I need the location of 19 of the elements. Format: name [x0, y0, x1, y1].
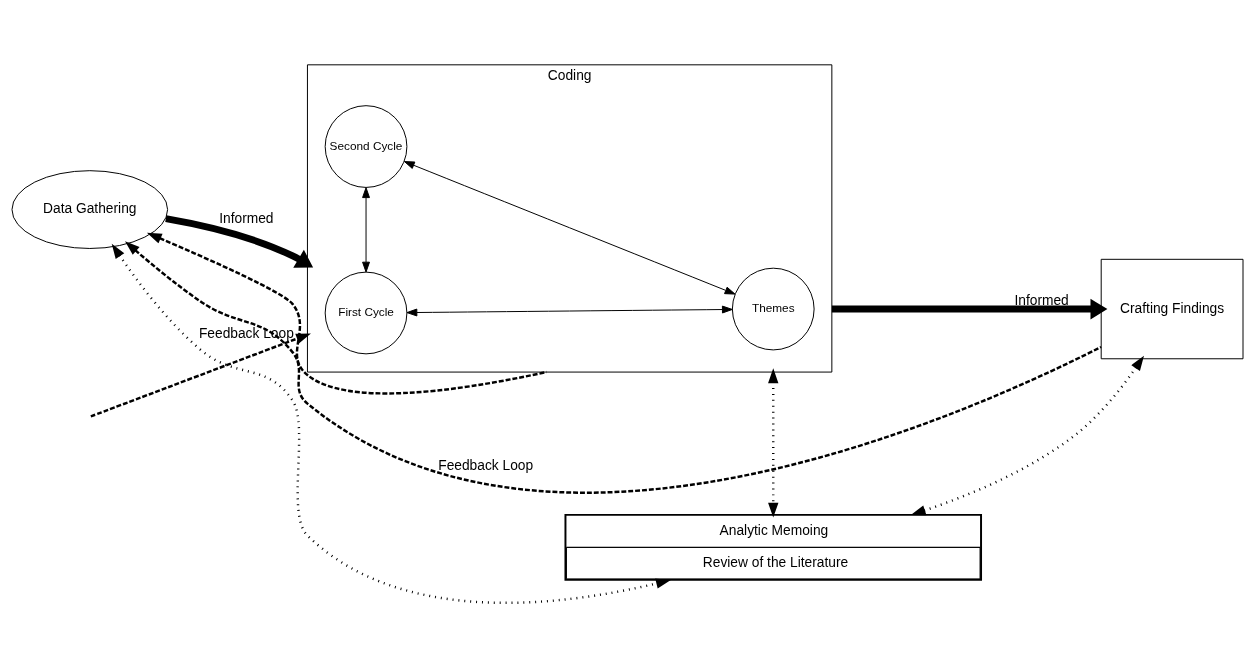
arrow	[403, 160, 736, 295]
edge-label: Informed	[1014, 292, 1069, 308]
node-box: Crafting Findings	[1100, 258, 1244, 359]
arrow	[406, 305, 733, 316]
node-circle: First Cycle	[324, 271, 408, 354]
arrow	[768, 367, 779, 518]
node-circle: Themes	[731, 267, 815, 350]
arrow	[165, 214, 314, 268]
arrow	[362, 186, 370, 272]
edge-label: Informed	[219, 210, 274, 226]
arrow	[90, 332, 311, 418]
edge-label: Feedback Loop	[438, 457, 534, 473]
arrow	[146, 232, 547, 395]
arrow	[910, 355, 1144, 515]
arrow	[831, 298, 1108, 319]
arrow	[125, 240, 1102, 494]
node-ellipse: Data Gathering	[11, 169, 169, 249]
arrow	[111, 243, 671, 604]
node-circle: Second Cycle	[324, 104, 408, 188]
